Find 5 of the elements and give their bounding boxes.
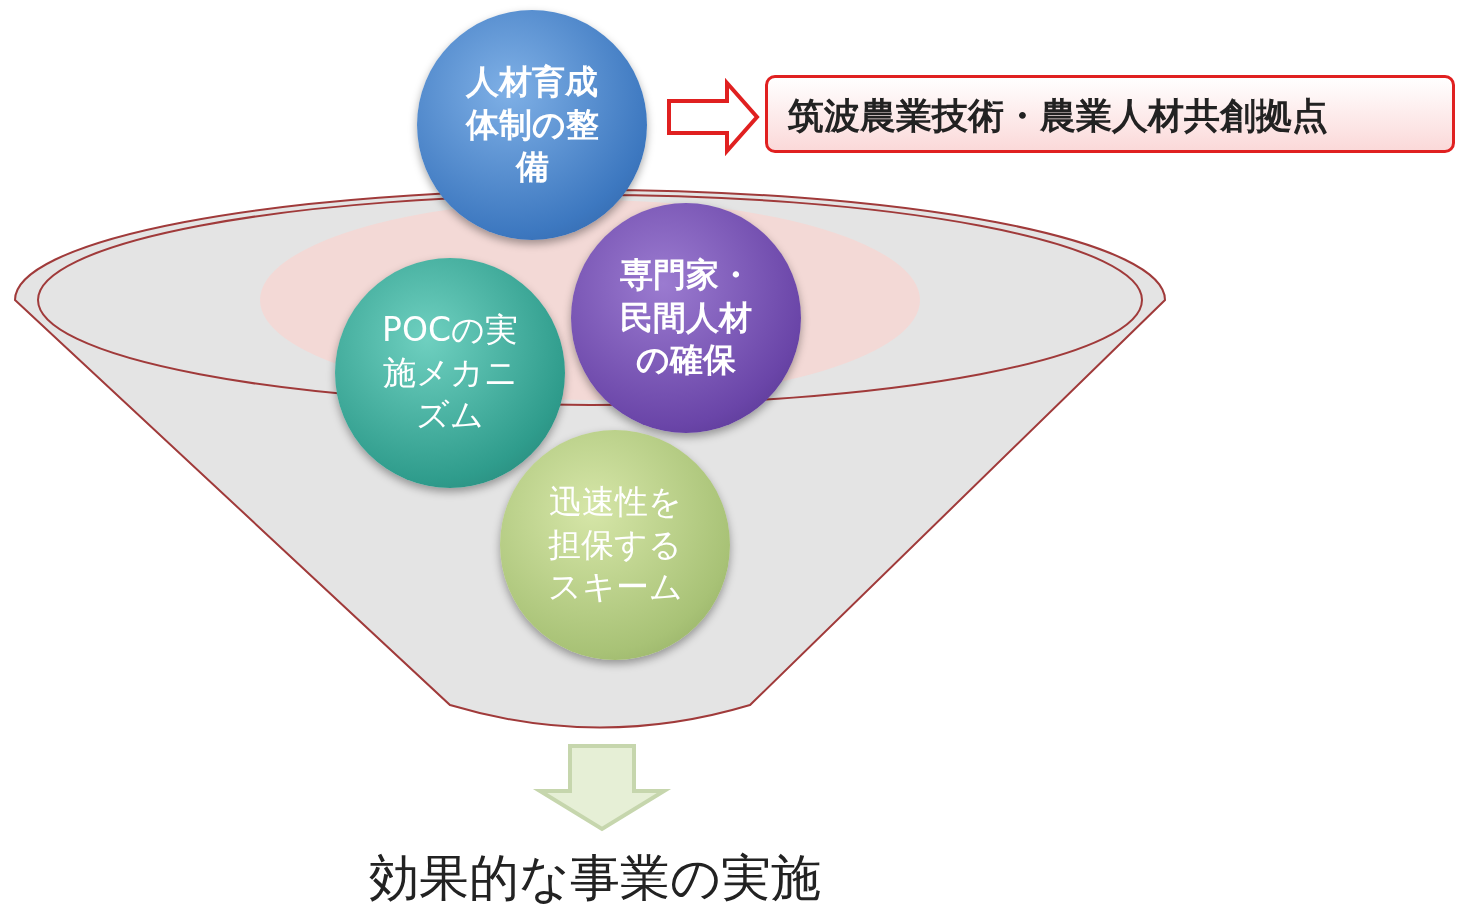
block-arrow bbox=[532, 744, 672, 832]
circle-node: 人材育成体制の整備 bbox=[417, 10, 647, 240]
block-arrow bbox=[667, 77, 760, 157]
result-text: 効果的な事業の実施 bbox=[250, 845, 940, 913]
callout-box: 筑波農業技術・農業人材共創拠点 bbox=[765, 75, 1455, 153]
